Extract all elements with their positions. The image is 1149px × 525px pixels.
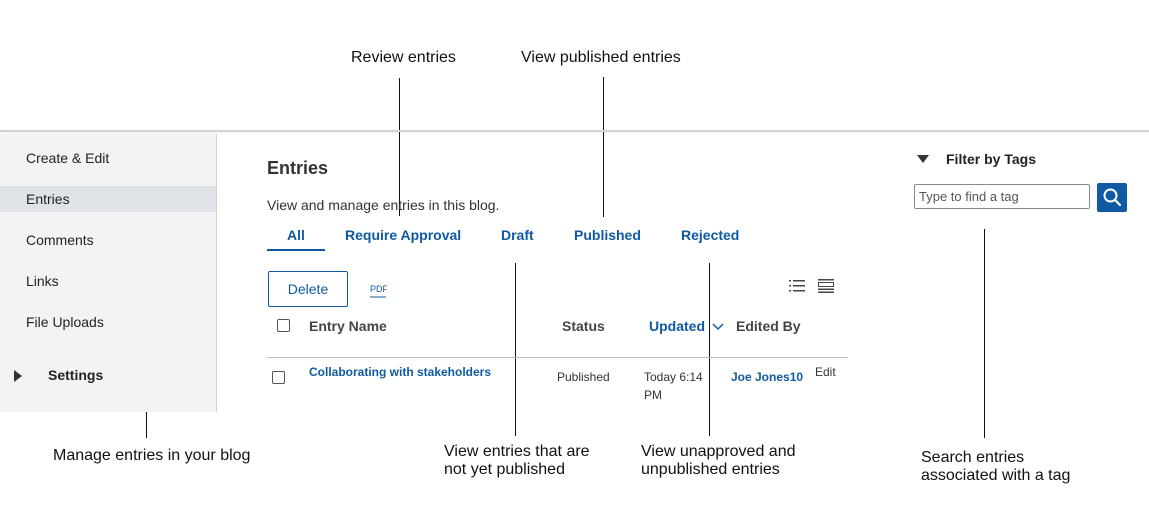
sidebar-item-comments[interactable]: Comments: [26, 232, 94, 248]
callout-draft-line1: View entries that are: [444, 443, 590, 460]
leader-line-tags: [984, 229, 985, 438]
page-description: View and manage entries in this blog.: [267, 197, 500, 213]
entry-status: Published: [557, 370, 610, 384]
detail-view-icon[interactable]: [818, 279, 834, 293]
select-all-checkbox[interactable]: [277, 319, 290, 332]
tab-require-approval[interactable]: Require Approval: [345, 227, 462, 243]
settings-label: Settings: [48, 367, 104, 383]
tab-selected-indicator: [267, 249, 325, 251]
callout-rejected-line2: unpublished entries: [641, 461, 780, 478]
tab-rejected[interactable]: Rejected: [681, 227, 740, 243]
leader-line-rejected: [709, 263, 710, 436]
entry-edit-link[interactable]: Edit: [815, 365, 836, 379]
entry-edited-by-link[interactable]: Joe Jones10: [731, 370, 804, 384]
row-checkbox[interactable]: [272, 371, 285, 384]
column-header-updated[interactable]: Updated: [649, 318, 724, 334]
tag-search-input[interactable]: [914, 184, 1090, 209]
sidebar-item-entries[interactable]: Entries: [0, 186, 216, 212]
page-title: Entries: [267, 158, 329, 178]
entry-updated-line1: Today 6:14: [644, 370, 703, 384]
sidebar-item-file-uploads[interactable]: File Uploads: [26, 314, 104, 330]
column-header-entry-name[interactable]: Entry Name: [309, 318, 387, 334]
tab-published[interactable]: Published: [574, 227, 641, 243]
collapse-triangle-icon[interactable]: [917, 155, 929, 163]
leader-line-review: [399, 78, 400, 216]
sidebar-item-settings[interactable]: Settings: [14, 367, 103, 383]
callout-view-published: View published entries: [521, 49, 681, 66]
tab-all[interactable]: All: [287, 227, 305, 243]
updated-label: Updated: [649, 318, 705, 334]
entry-name-link[interactable]: Collaborating with stakeholders: [309, 365, 492, 379]
table-header-divider: [267, 357, 848, 358]
column-header-edited-by[interactable]: Edited By: [736, 318, 801, 334]
entry-updated-line2: PM: [644, 388, 662, 402]
callout-tag-line2: associated with a tag: [921, 467, 1071, 484]
leader-line-draft: [515, 263, 516, 436]
callout-draft-line2: not yet published: [444, 461, 565, 478]
delete-button[interactable]: Delete: [268, 271, 348, 307]
list-view-icon[interactable]: [789, 279, 805, 293]
column-header-status[interactable]: Status: [562, 318, 605, 334]
tag-search-button[interactable]: [1097, 183, 1127, 212]
sidebar-nav: Create & Edit Entries Comments Links Fil…: [0, 134, 217, 412]
sidebar-item-links[interactable]: Links: [26, 273, 59, 289]
filter-by-tags-title[interactable]: Filter by Tags: [946, 151, 1036, 167]
callout-tag-line1: Search entries: [921, 449, 1025, 466]
leader-line-published: [603, 77, 604, 217]
sort-chevron-down-icon: [712, 323, 724, 331]
sidebar-item-create-edit[interactable]: Create & Edit: [26, 150, 110, 166]
search-icon: [1103, 188, 1122, 207]
pdf-export-icon[interactable]: PDF: [369, 280, 387, 300]
expand-triangle-icon: [14, 370, 22, 383]
callout-rejected-line1: View unapproved and: [641, 443, 796, 460]
top-separator: [0, 130, 1149, 132]
callout-manage-entries: Manage entries in your blog: [53, 447, 251, 464]
callout-review-entries: Review entries: [351, 49, 456, 66]
pdf-icon-text: PDF: [370, 284, 387, 294]
tab-draft[interactable]: Draft: [501, 227, 534, 243]
